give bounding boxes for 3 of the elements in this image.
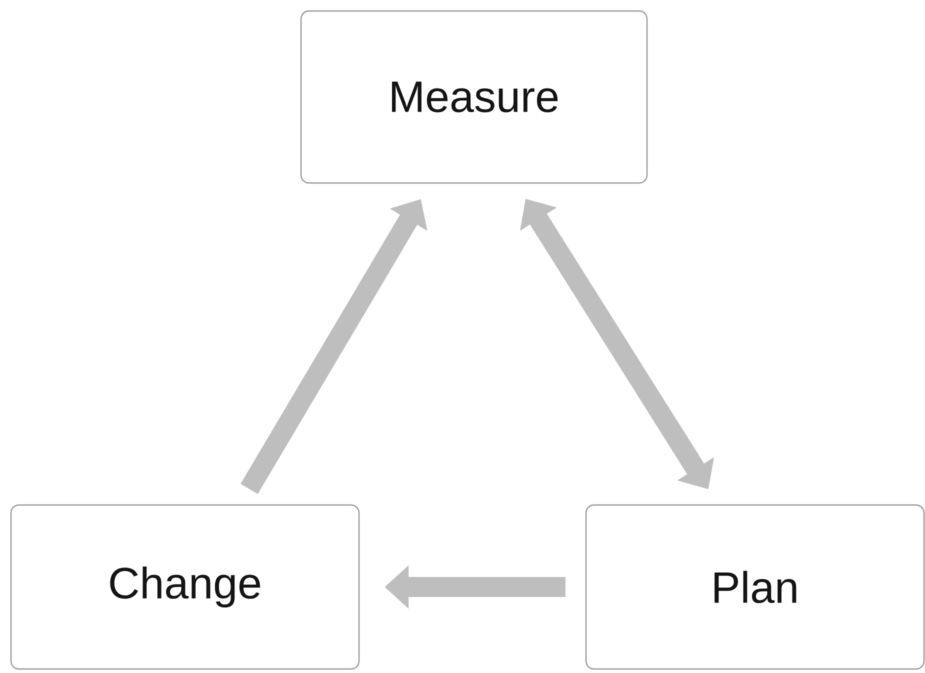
process-box: Plan [585,504,925,670]
process-box: Measure [300,10,648,184]
process-box: Change [10,504,360,670]
